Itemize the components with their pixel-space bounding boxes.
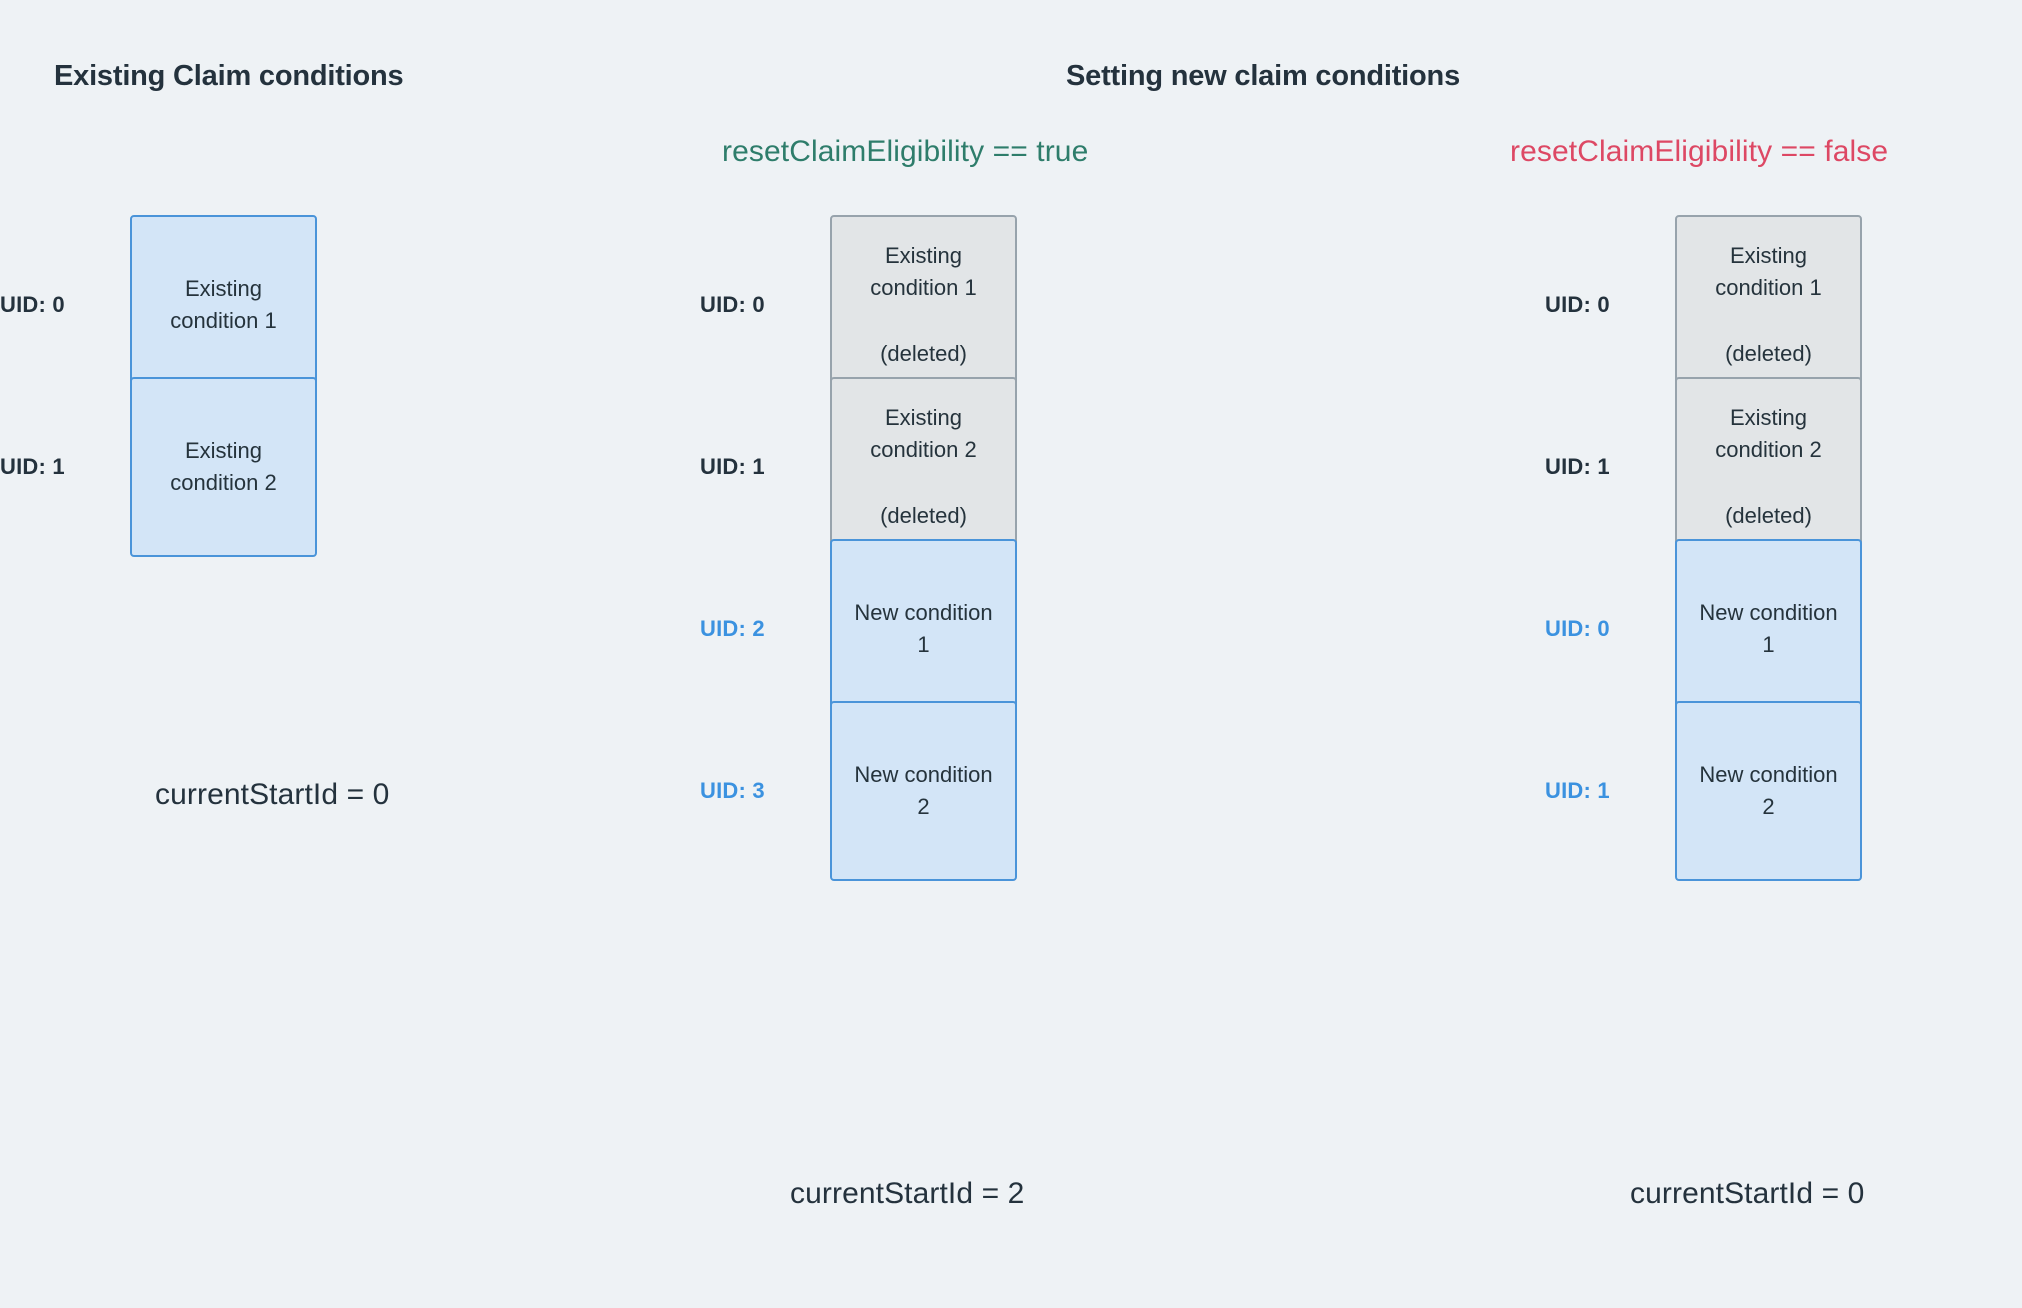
condition-row: UID: 1 Existing condition 2	[0, 376, 317, 558]
condition-box[interactable]: New condition 1	[830, 539, 1017, 719]
condition-box-deleted-note: (deleted)	[880, 340, 967, 366]
condition-box[interactable]: New condition 2	[1675, 701, 1862, 881]
uid-label: UID: 0	[1545, 292, 1610, 317]
column-existing-conditions: UID: 0 Existing condition 1 UID: 1 Existing…	[0, 0, 520, 1308]
uid-label: UID: 3	[700, 778, 765, 803]
condition-box-title: Existing condition 1	[170, 276, 277, 333]
condition-row: UID: 3 New condition 2	[700, 700, 1017, 882]
uid-label: UID: 1	[700, 454, 765, 479]
condition-box-title: Existing condition 2	[870, 405, 977, 463]
condition-box[interactable]: Existing condition 2 (deleted)	[830, 377, 1017, 557]
uid-label: UID: 1	[1545, 778, 1610, 803]
condition-box[interactable]: New condition 1	[1675, 539, 1862, 719]
condition-box[interactable]: Existing condition 2 (deleted)	[1675, 377, 1862, 557]
condition-row: UID: 0 Existing condition 1 (deleted)	[700, 214, 1017, 396]
condition-box-title: Existing condition 2	[170, 438, 277, 495]
condition-box[interactable]: New condition 2	[830, 701, 1017, 881]
page-title-setting-new-claim-conditions: Setting new claim conditions	[1066, 60, 1460, 92]
reset-claim-eligibility-false-label: resetClaimEligibility == false	[1510, 135, 1889, 168]
page-title-existing-claim-conditions: Existing Claim conditions	[54, 60, 404, 92]
condition-box-title: Existing condition 2	[1715, 405, 1822, 463]
uid-label: UID: 0	[0, 292, 65, 317]
current-start-id-reset-true: currentStartId = 2	[790, 1177, 1025, 1210]
condition-box-title: Existing condition 1	[870, 243, 977, 301]
reset-claim-eligibility-true-label: resetClaimEligibility == true	[722, 135, 1089, 168]
uid-label: UID: 0	[1545, 616, 1610, 641]
condition-box[interactable]: Existing condition 1 (deleted)	[1675, 215, 1862, 395]
condition-row: UID: 0 Existing condition 1	[0, 214, 317, 396]
condition-row: UID: 0 Existing condition 1 (deleted)	[1545, 214, 1862, 396]
condition-row: UID: 1 Existing condition 2 (deleted)	[700, 376, 1017, 558]
condition-row: UID: 1 Existing condition 2 (deleted)	[1545, 376, 1862, 558]
condition-box-title: New condition 2	[854, 762, 993, 819]
uid-label: UID: 2	[700, 616, 765, 641]
current-start-id-reset-false: currentStartId = 0	[1630, 1177, 1865, 1210]
condition-box-title: New condition 1	[854, 600, 993, 657]
condition-box-title: New condition 1	[1699, 600, 1838, 657]
uid-label: UID: 1	[1545, 454, 1610, 479]
condition-row: UID: 1 New condition 2	[1545, 700, 1862, 882]
condition-box[interactable]: Existing condition 1 (deleted)	[830, 215, 1017, 395]
condition-row: UID: 2 New condition 1	[700, 538, 1017, 720]
condition-box-deleted-note: (deleted)	[880, 502, 967, 528]
condition-box[interactable]: Existing condition 1	[130, 215, 317, 395]
condition-row: UID: 0 New condition 1	[1545, 538, 1862, 720]
condition-box-title: New condition 2	[1699, 762, 1838, 819]
condition-box-deleted-note: (deleted)	[1725, 340, 1812, 366]
uid-label: UID: 1	[0, 454, 65, 479]
condition-box[interactable]: Existing condition 2	[130, 377, 317, 557]
condition-box-deleted-note: (deleted)	[1725, 502, 1812, 528]
condition-box-title: Existing condition 1	[1715, 243, 1822, 301]
current-start-id-existing: currentStartId = 0	[155, 778, 390, 811]
uid-label: UID: 0	[700, 292, 765, 317]
